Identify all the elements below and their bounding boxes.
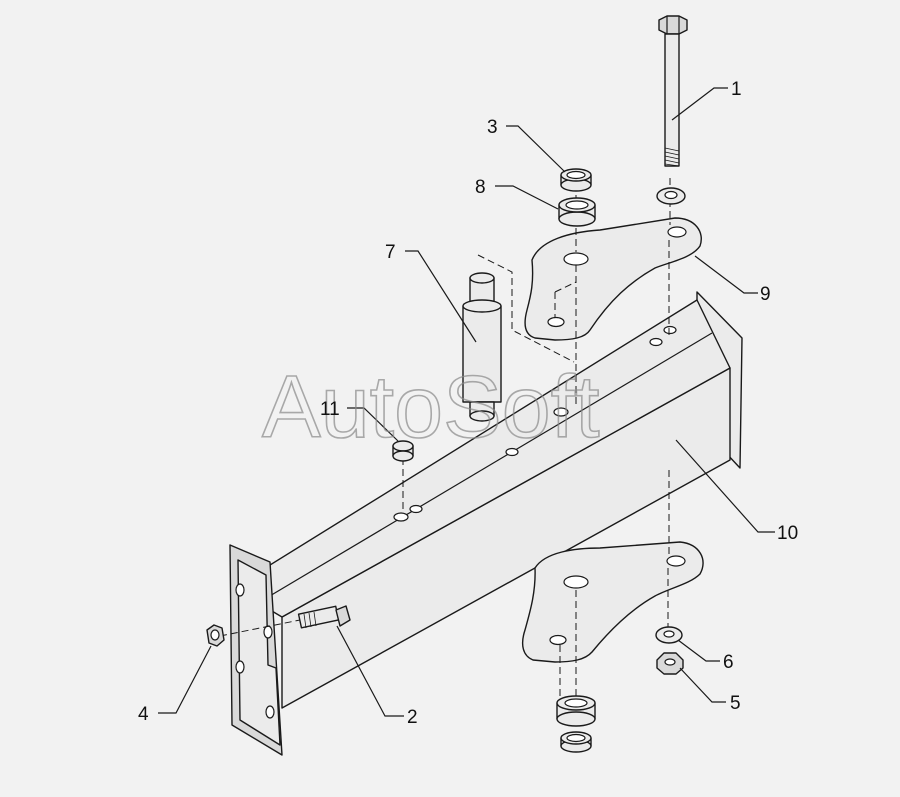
pin-top bbox=[469, 272, 495, 284]
callout-leaders bbox=[158, 87, 775, 717]
beam-top-hole bbox=[553, 407, 569, 417]
bolt-thread bbox=[664, 147, 680, 167]
bracket-hole bbox=[666, 555, 686, 567]
callout-4: 4 bbox=[138, 704, 149, 725]
flange-hole bbox=[263, 625, 273, 639]
bushing-8-bottom bbox=[558, 211, 596, 227]
nut-5-hole bbox=[664, 658, 676, 666]
bolt-washer bbox=[656, 187, 686, 205]
flange-hole bbox=[235, 660, 245, 674]
leader-1 bbox=[671, 87, 728, 121]
axis-line bbox=[477, 254, 575, 363]
callout-10: 10 bbox=[777, 523, 798, 544]
bracket-plate-upper bbox=[524, 217, 702, 341]
pivot-pin bbox=[462, 272, 502, 422]
pin-body bbox=[462, 305, 502, 403]
leader-6 bbox=[677, 639, 720, 662]
leader-4 bbox=[158, 645, 212, 714]
callout-7: 7 bbox=[385, 242, 396, 263]
pin-bottom bbox=[469, 410, 495, 422]
beam-near-flange-plate bbox=[237, 559, 281, 746]
flange-bolt bbox=[297, 605, 351, 629]
watermark: AutoSoft bbox=[262, 357, 600, 456]
flange-nut bbox=[206, 624, 225, 647]
bushing-upper bbox=[560, 168, 592, 192]
beam-top-hole bbox=[663, 325, 677, 335]
bushing-lower-2-hole bbox=[566, 733, 586, 743]
bracket-plate-lower bbox=[521, 541, 704, 663]
small-nut bbox=[392, 440, 414, 462]
callout-1: 1 bbox=[731, 79, 742, 100]
axis-line bbox=[219, 619, 301, 637]
callout-5: 5 bbox=[730, 693, 741, 714]
callout-6: 6 bbox=[723, 652, 734, 673]
beam-top-hole bbox=[649, 337, 663, 347]
beam-top-hole bbox=[409, 504, 423, 514]
lower-washer bbox=[655, 626, 683, 644]
leader-2 bbox=[336, 625, 404, 717]
leader-10 bbox=[675, 439, 775, 533]
bushing-8-hole bbox=[565, 200, 589, 210]
callout-3: 3 bbox=[487, 117, 498, 138]
bushing-lower-bottom bbox=[556, 711, 596, 727]
callout-labels: 1 2 3 4 5 6 7 8 9 10 11 bbox=[138, 79, 798, 728]
leader-3 bbox=[506, 125, 566, 173]
callout-2: 2 bbox=[407, 707, 418, 728]
bracket-hole bbox=[547, 316, 565, 328]
lower-nut bbox=[656, 652, 684, 675]
bracket-hole bbox=[667, 226, 687, 238]
bolt-2-head bbox=[335, 605, 351, 627]
bushing-3-hole bbox=[566, 170, 586, 180]
bolt-head bbox=[658, 15, 688, 35]
bracket-hole bbox=[549, 634, 567, 646]
beam bbox=[229, 291, 743, 756]
long-bolt bbox=[658, 15, 688, 167]
leader-5 bbox=[679, 667, 726, 703]
nut-4-hole bbox=[210, 629, 220, 641]
lower-bracket-plate bbox=[521, 541, 704, 663]
bushing-lower-2 bbox=[560, 731, 592, 753]
axis-line bbox=[554, 281, 577, 293]
flange-hole bbox=[265, 705, 275, 719]
upper-bracket-plate bbox=[524, 217, 702, 341]
washer-6-hole bbox=[663, 630, 675, 638]
bracket-hole bbox=[563, 575, 589, 589]
washer-hole bbox=[664, 190, 678, 200]
bushing-lower bbox=[556, 695, 596, 727]
callout-8: 8 bbox=[475, 177, 486, 198]
assembly-axes bbox=[219, 178, 671, 700]
bushing-8 bbox=[558, 197, 596, 227]
leader-9 bbox=[694, 255, 758, 294]
flange-hole bbox=[235, 583, 245, 597]
leader-11 bbox=[347, 407, 399, 442]
bushing-lower-hole bbox=[564, 698, 588, 708]
bracket-hole bbox=[563, 252, 589, 266]
callout-11: 11 bbox=[320, 399, 340, 420]
bolt-shank bbox=[664, 33, 680, 167]
callout-9: 9 bbox=[760, 284, 771, 305]
pin-shoulder bbox=[462, 299, 502, 313]
beam-inner-edge bbox=[257, 332, 713, 604]
beam-top-hole bbox=[505, 447, 519, 457]
nut-11-bottom bbox=[392, 450, 414, 462]
bolt-2-thread bbox=[303, 611, 317, 629]
beam-top-hole bbox=[393, 512, 409, 522]
leader-7 bbox=[405, 250, 477, 343]
leader-8 bbox=[495, 185, 559, 210]
